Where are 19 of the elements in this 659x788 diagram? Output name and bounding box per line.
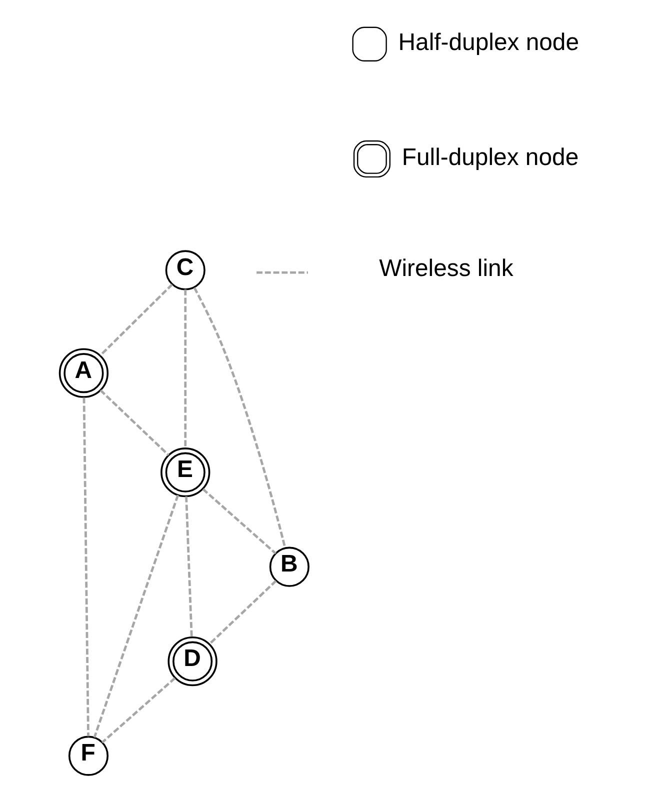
connector (93, 494, 180, 738)
connector (100, 284, 173, 356)
node-circle: F (68, 736, 109, 776)
connector (193, 287, 286, 548)
legend-label: Full-duplex node (402, 144, 579, 171)
connector (100, 389, 170, 456)
node-circle: D (168, 636, 218, 686)
connector (101, 677, 176, 744)
node-circle: B (269, 546, 310, 587)
connector (184, 289, 187, 448)
connector (208, 580, 277, 645)
legend-label: Half-duplex node (398, 29, 580, 56)
connector (202, 488, 276, 554)
node-circle: C (165, 250, 206, 290)
legend-label: Wireless link (379, 255, 514, 282)
node-circle: E (160, 448, 210, 498)
node-circle: A (58, 348, 109, 398)
connector (82, 397, 90, 736)
connector (185, 496, 193, 638)
